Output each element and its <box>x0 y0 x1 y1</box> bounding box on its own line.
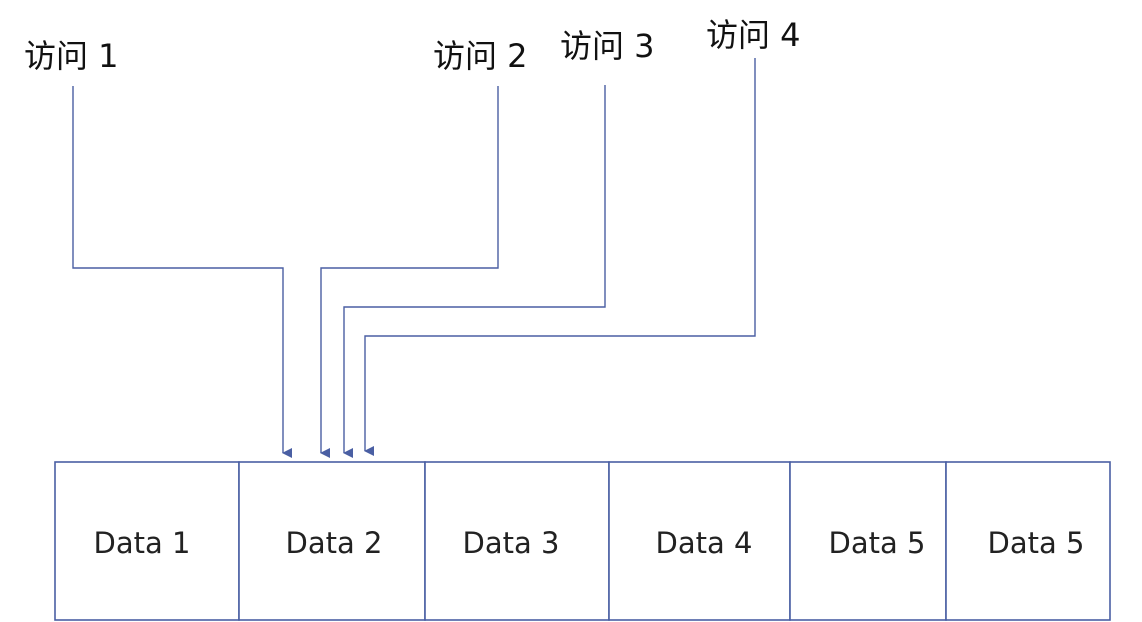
data-cell-1-label: Data 1 <box>94 526 191 560</box>
data-cell-4-label: Data 4 <box>656 526 753 560</box>
data-array: Data 1 Data 2 Data 3 Data 4 Data 5 Data … <box>54 461 1111 621</box>
data-cell-6-label: Data 5 <box>988 526 1085 560</box>
data-cell-6 <box>945 461 1111 621</box>
access-label-4: 访问 4 <box>706 16 801 54</box>
data-cell-1 <box>54 461 240 621</box>
access-connector-1 <box>72 86 292 458</box>
access-connector-4 <box>364 58 756 456</box>
data-cell-5 <box>789 461 947 621</box>
access-connector-3 <box>343 85 606 458</box>
access-label-3: 访问 3 <box>560 27 655 65</box>
access-label-2: 访问 2 <box>433 37 528 75</box>
data-cell-3-label: Data 3 <box>463 526 560 560</box>
data-cell-5-label: Data 5 <box>829 526 926 560</box>
data-cell-3 <box>424 461 610 621</box>
access-label-1: 访问 1 <box>24 37 119 75</box>
access-connector-2 <box>320 86 499 458</box>
data-cell-4 <box>608 461 791 621</box>
data-cell-2-label: Data 2 <box>286 526 383 560</box>
data-cell-2 <box>238 461 426 621</box>
